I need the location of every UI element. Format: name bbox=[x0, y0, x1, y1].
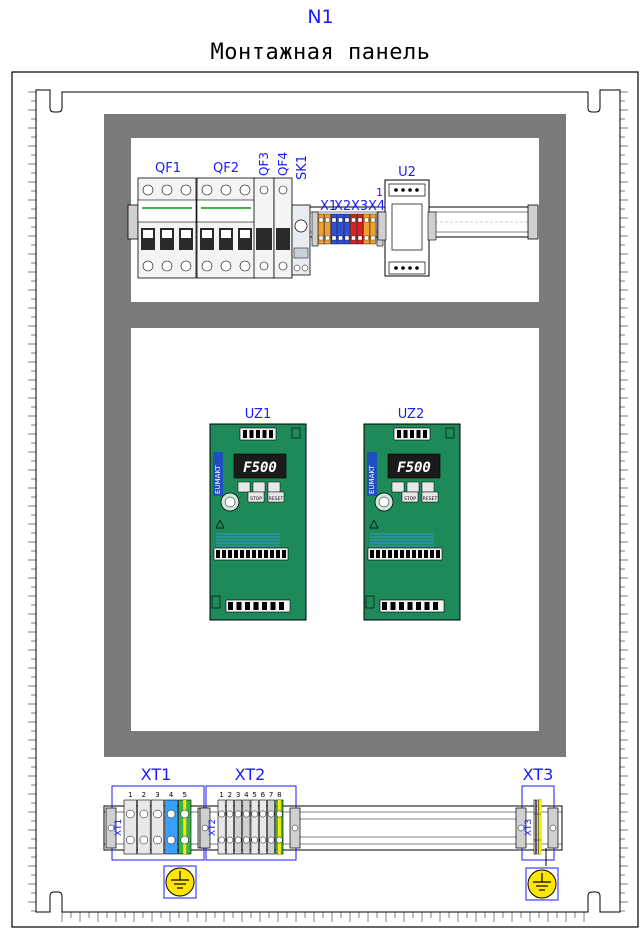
circuit-breakers bbox=[137, 177, 256, 279]
label-qf3: QF3 bbox=[257, 152, 271, 176]
breaker-qf4[interactable] bbox=[273, 177, 293, 279]
drive-display-model: F500 bbox=[397, 460, 431, 476]
terminal-side-label: XT2 bbox=[208, 819, 218, 836]
terminal-number: 4 bbox=[169, 791, 174, 799]
power-supply-u2[interactable] bbox=[377, 179, 437, 277]
terminal-block-xt3: XT3 bbox=[515, 785, 559, 866]
terminal-number: 3 bbox=[236, 791, 240, 799]
stop-button[interactable]: STOP bbox=[250, 496, 262, 502]
scale-ruler bbox=[28, 91, 628, 922]
terminal-number: 1 bbox=[219, 791, 223, 799]
breaker-qf3[interactable] bbox=[253, 177, 275, 279]
label-qf2: QF2 bbox=[213, 161, 239, 176]
drive-brand: EUMAKT bbox=[368, 465, 376, 494]
terminal-side-label: XT1 bbox=[114, 819, 124, 836]
label-xt2: XT2 bbox=[235, 765, 266, 784]
label-qf4: QF4 bbox=[276, 152, 290, 176]
enclosure-id: N1 bbox=[307, 6, 334, 28]
circuit-breaker-qf1[interactable] bbox=[137, 177, 197, 279]
label-uz2: UZ2 bbox=[398, 407, 424, 422]
label-uz1: UZ1 bbox=[245, 407, 271, 422]
terminal-number: 8 bbox=[277, 791, 281, 799]
terminals-x1-x4 bbox=[311, 211, 384, 247]
mounting-plate-outline bbox=[35, 89, 621, 913]
stop-button[interactable]: STOP bbox=[404, 496, 416, 502]
top-device-labels: QF1 QF2 QF3 QF4 SK1 X1 X2 X3 X4 1 U2 bbox=[155, 152, 416, 214]
ground-symbol-left bbox=[163, 865, 197, 899]
label-x3: X3 bbox=[351, 199, 368, 214]
terminal-number: 2 bbox=[228, 791, 232, 799]
label-x4-marker: 1 bbox=[376, 186, 383, 199]
label-sk1: SK1 bbox=[295, 155, 310, 180]
thermostat-sk1[interactable] bbox=[291, 204, 311, 276]
drive-display-model: F500 bbox=[243, 460, 277, 476]
circuit-breaker-qf2[interactable] bbox=[196, 177, 256, 279]
terminal-number: 1 bbox=[128, 791, 132, 799]
page-title: Монтажная панель bbox=[210, 40, 431, 65]
reset-button[interactable]: RESET bbox=[423, 496, 438, 502]
terminal-side-label: XT3 bbox=[524, 819, 534, 836]
reset-button[interactable]: RESET bbox=[269, 496, 284, 502]
label-x1: X1 bbox=[320, 199, 337, 214]
terminal-number: 7 bbox=[269, 791, 273, 799]
terminal-number: 3 bbox=[155, 791, 159, 799]
label-u2: U2 bbox=[398, 165, 416, 180]
label-xt3: XT3 bbox=[523, 765, 554, 784]
drive-brand: EUMAKT bbox=[214, 465, 222, 494]
label-xt1: XT1 bbox=[141, 765, 172, 784]
label-x2: X2 bbox=[334, 199, 351, 214]
terminal-number: 6 bbox=[261, 791, 266, 799]
label-x4: X4 bbox=[368, 199, 385, 214]
label-qf1: QF1 bbox=[155, 161, 181, 176]
ground-symbol-right bbox=[525, 867, 559, 901]
terminal-number: 2 bbox=[142, 791, 146, 799]
terminal-number: 5 bbox=[182, 791, 186, 799]
terminal-number: 5 bbox=[252, 791, 256, 799]
terminal-number: 4 bbox=[244, 791, 249, 799]
